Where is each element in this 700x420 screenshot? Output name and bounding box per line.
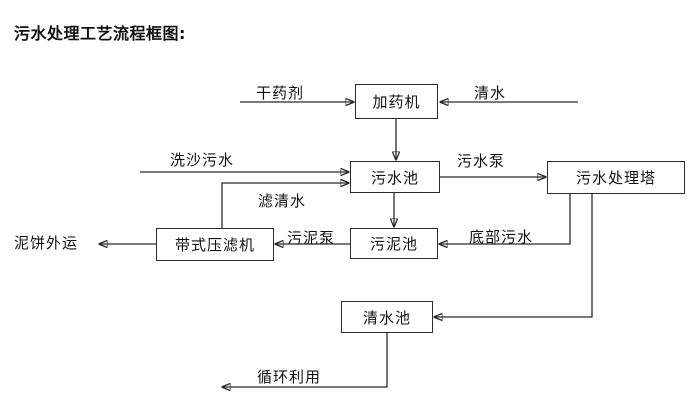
edge-label-dry-agent: 干药剂 xyxy=(256,84,305,102)
node-sewage-treatment-tower[interactable]: 污水处理塔 xyxy=(547,161,685,194)
edge-label-mud-cake-transport: 泥饼外运 xyxy=(14,234,79,252)
page-title: 污水处理工艺流程框图: xyxy=(14,24,186,43)
node-clear-water-pool[interactable]: 清水池 xyxy=(341,301,433,333)
node-belt-filter-press[interactable]: 带式压滤机 xyxy=(156,228,274,261)
node-label: 污水处理塔 xyxy=(575,169,656,187)
node-sewage-pool[interactable]: 污水池 xyxy=(350,161,440,193)
node-label: 清水池 xyxy=(362,308,411,327)
edge-label-bottom-sewage: 底部污水 xyxy=(469,228,534,246)
edge-label-sludge-pump: 污泥泵 xyxy=(287,229,336,247)
edge-label-sand-washing-sewage: 洗沙污水 xyxy=(170,151,235,169)
node-label: 污泥池 xyxy=(369,235,418,253)
node-label: 加药机 xyxy=(372,93,421,111)
edge-label-filtered-water: 滤清水 xyxy=(258,192,307,210)
edge-label-sewage-pump: 污水泵 xyxy=(457,152,506,170)
edge-label-recycle-reuse: 循环利用 xyxy=(257,368,322,386)
edge-tower-to-clear-pool xyxy=(434,194,593,317)
node-label: 带式压滤机 xyxy=(174,236,255,254)
node-label: 污水池 xyxy=(370,168,419,187)
node-dosing-machine[interactable]: 加药机 xyxy=(355,84,438,119)
edge-label-clean-water: 清水 xyxy=(474,84,507,102)
node-sludge-pool[interactable]: 污泥池 xyxy=(350,228,438,259)
